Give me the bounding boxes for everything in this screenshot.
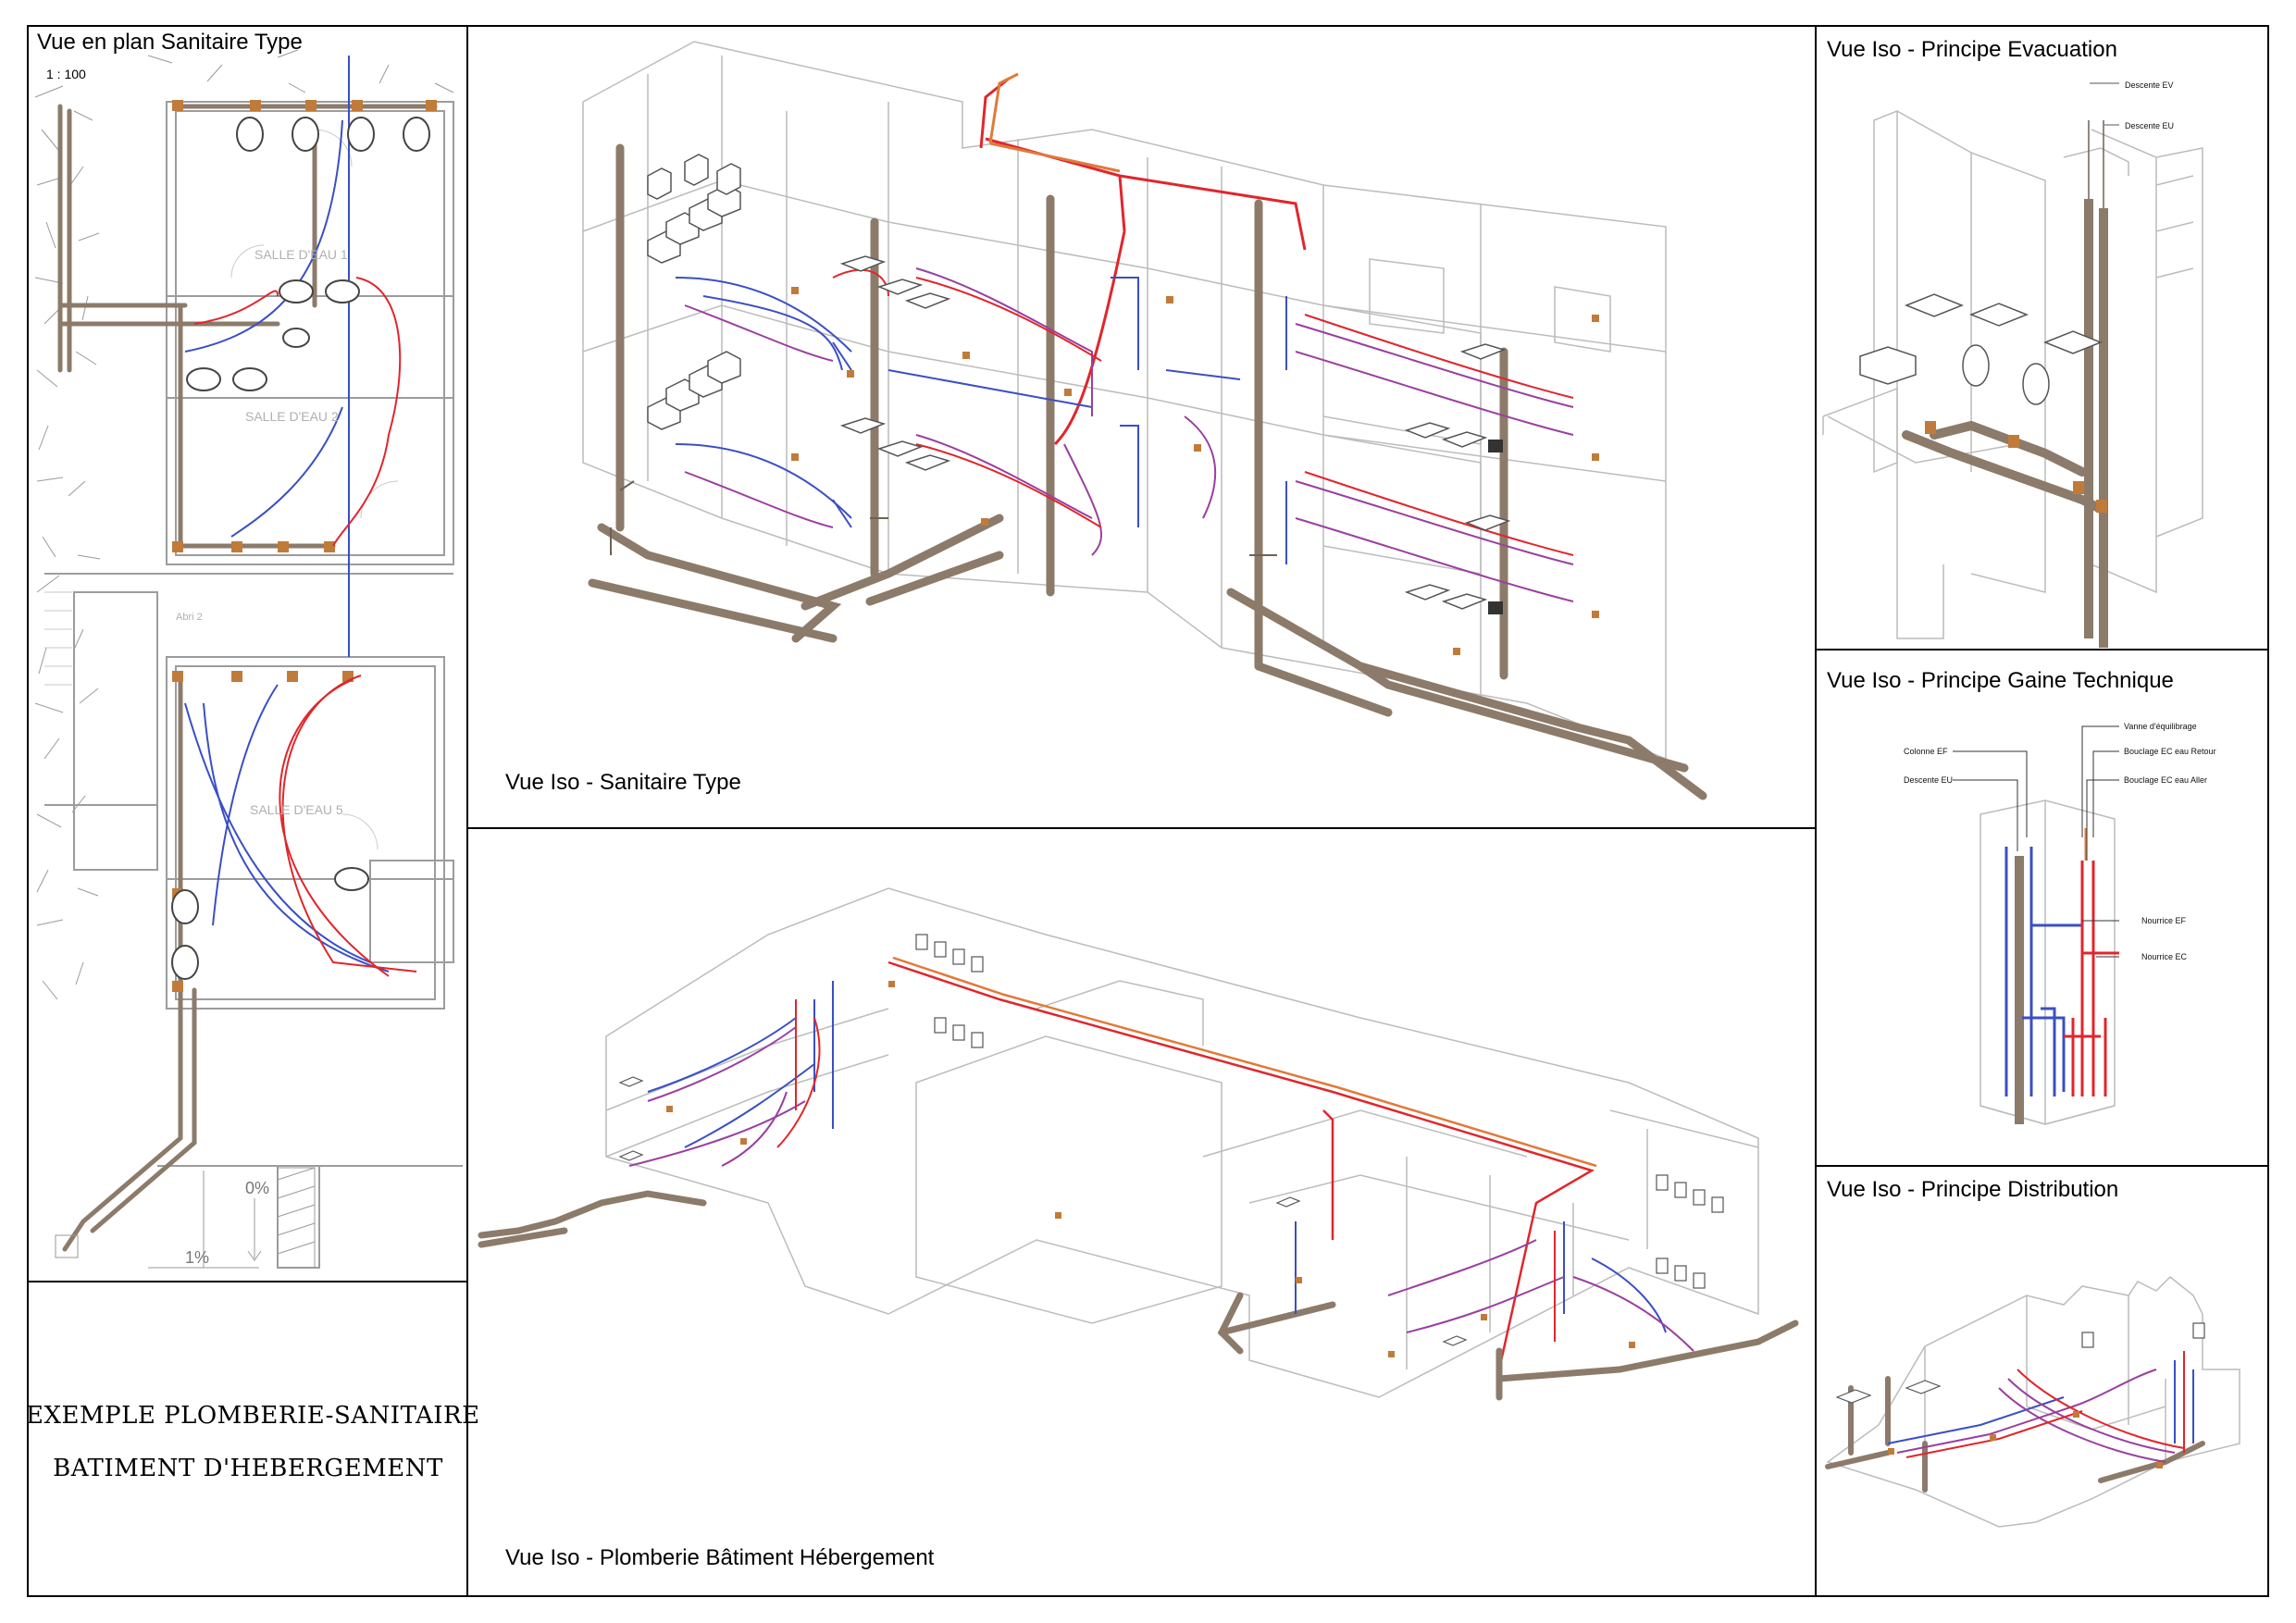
title-block-line-2: BATIMENT D'HEBERGEMENT: [53, 1455, 443, 1482]
gaine-label-nourrice-ef: Nourrice EF: [2141, 916, 2187, 925]
iso-sanitaire-title: Vue Iso - Sanitaire Type: [505, 770, 741, 795]
evacuation-title: Vue Iso - Principe Evacuation: [1827, 37, 2117, 62]
gaine-label-descente-eu: Descente EU: [1904, 775, 1953, 785]
gaine-label-vanne: Vanne d'équilibrage: [2124, 722, 2197, 731]
evac-label-eu: Descente EU: [2125, 121, 2174, 130]
iso-batiment-title: Vue Iso - Plomberie Bâtiment Hébergement: [505, 1545, 935, 1570]
distribution-title: Vue Iso - Principe Distribution: [1827, 1177, 2119, 1202]
plan-slope-label-1: 1%: [185, 1248, 209, 1267]
evac-label-ev: Descente EV: [2125, 81, 2174, 90]
title-block-line-1: EXEMPLE PLOMBERIE-SANITAIRE: [26, 1402, 480, 1430]
plan-room-label-5: SALLE D'EAU 5: [250, 802, 343, 817]
gaine-label-nourrice-ec: Nourrice EC: [2141, 952, 2188, 961]
gaine-title: Vue Iso - Principe Gaine Technique: [1827, 668, 2174, 693]
plan-view-title: Vue en plan Sanitaire Type: [37, 30, 303, 55]
plan-slope-label-0: 0%: [245, 1179, 269, 1197]
gaine-label-colonne-ef: Colonne EF: [1904, 747, 1948, 756]
gaine-label-bouclage-aller: Bouclage EC eau Aller: [2124, 775, 2207, 785]
plan-room-label-2: SALLE D'EAU 2: [245, 409, 339, 424]
plan-room-label-1: SALLE D'EAU 1: [254, 247, 348, 262]
plan-abri-label: Abri 2: [176, 612, 203, 623]
plan-scale: 1 : 100: [46, 67, 86, 81]
gaine-label-bouclage-retour: Bouclage EC eau Retour: [2124, 747, 2216, 756]
